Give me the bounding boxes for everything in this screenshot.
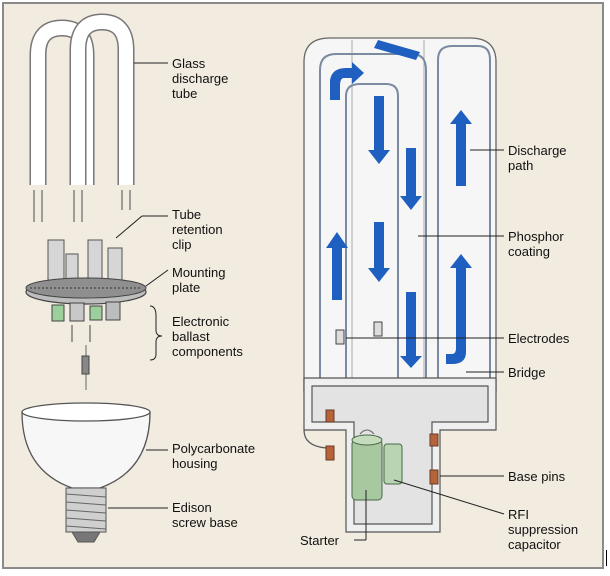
base-pins bbox=[325, 409, 439, 485]
text-cursor bbox=[606, 550, 607, 566]
glass-discharge-tube bbox=[29, 13, 135, 222]
mounting-plate bbox=[25, 277, 147, 305]
polycarbonate-housing bbox=[21, 402, 151, 489]
leader-lines bbox=[108, 62, 505, 541]
label-electrodes: Electrodes bbox=[508, 331, 570, 346]
tube-retention-clip bbox=[47, 239, 123, 287]
outer-tube-envelope bbox=[303, 37, 497, 393]
label-starter: Starter bbox=[300, 533, 340, 548]
discharge-channels bbox=[319, 45, 491, 392]
label-base-pins: Base pins bbox=[508, 469, 566, 484]
discharge-path-arrows bbox=[326, 40, 472, 368]
label-bridge: Bridge bbox=[508, 365, 546, 380]
ballast-components bbox=[51, 301, 121, 390]
rfi-suppression-capacitor bbox=[383, 443, 403, 485]
starter bbox=[351, 429, 383, 501]
electrodes bbox=[335, 321, 383, 345]
edison-screw-base bbox=[65, 487, 107, 543]
